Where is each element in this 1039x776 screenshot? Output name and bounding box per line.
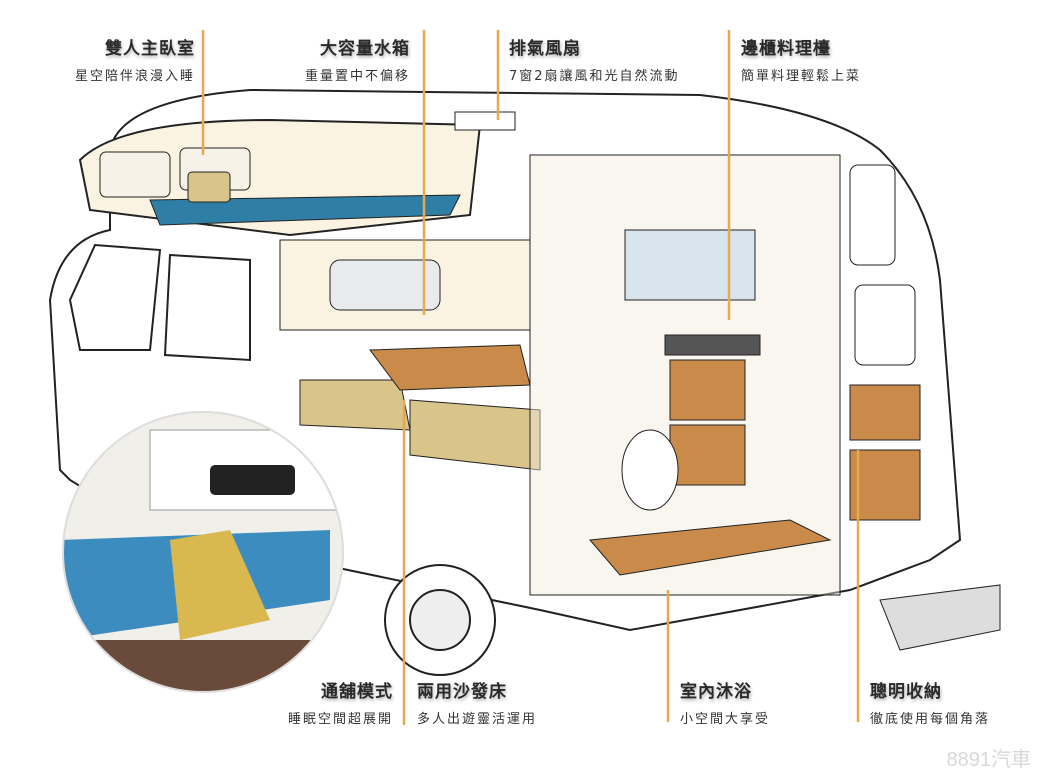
label-subtitle: 小空間大享受 — [680, 712, 771, 727]
sofa-cushion — [299, 379, 411, 431]
label-title: 室內沐浴 — [680, 682, 752, 702]
leader-lines — [201, 30, 860, 725]
cabinet — [669, 359, 746, 421]
label-title: 通舖模式 — [321, 682, 393, 702]
sofa-cushion — [409, 399, 541, 471]
watermark: 8891汽車 — [946, 749, 1032, 771]
label-subtitle: 星空陪伴浪漫入睡 — [74, 69, 195, 84]
label-title: 聰明收納 — [870, 682, 942, 702]
label-subtitle: 7窗2扇讓風和光自然流動 — [509, 69, 680, 84]
label-title: 兩用沙發床 — [417, 682, 507, 702]
label-subtitle: 簡單料理輕鬆上菜 — [741, 69, 862, 84]
stove — [664, 334, 761, 356]
label-kitchen-counter: 邊櫃料理檯簡單料理輕鬆上菜 — [741, 34, 861, 84]
label-double-bedroom: 雙人主臥室星空陪伴浪漫入睡 — [75, 34, 195, 84]
label-bed-mode: 通舖模式睡眠空間超展開 — [288, 677, 393, 727]
label-storage: 聰明收納徹底使用每個角落 — [870, 677, 990, 727]
roof-fan — [454, 111, 516, 131]
label-subtitle: 多人出遊靈活運用 — [417, 712, 538, 727]
label-title: 大容量水箱 — [320, 39, 410, 59]
label-subtitle: 重量置中不偏移 — [304, 69, 410, 84]
label-title: 邊櫃料理檯 — [741, 39, 831, 59]
label-title: 雙人主臥室 — [105, 39, 195, 59]
label-title: 排氣風扇 — [509, 39, 581, 59]
label-subtitle: 徹底使用每個角落 — [870, 712, 991, 727]
label-shower: 室內沐浴小空間大享受 — [680, 677, 770, 727]
label-sofa-bed: 兩用沙發床多人出遊靈活運用 — [417, 677, 537, 727]
pillow — [99, 151, 171, 198]
label-exhaust-fan: 排氣風扇 7窗2扇讓風和光自然流動 — [509, 34, 680, 84]
label-water-tank: 大容量水箱重量置中不偏移 — [305, 34, 410, 84]
window — [329, 259, 441, 311]
cabinet — [669, 424, 746, 486]
toilet — [621, 429, 679, 511]
storage — [849, 384, 921, 441]
storage — [849, 449, 921, 521]
label-subtitle: 睡眠空間超展開 — [287, 712, 393, 727]
step — [879, 584, 1001, 651]
